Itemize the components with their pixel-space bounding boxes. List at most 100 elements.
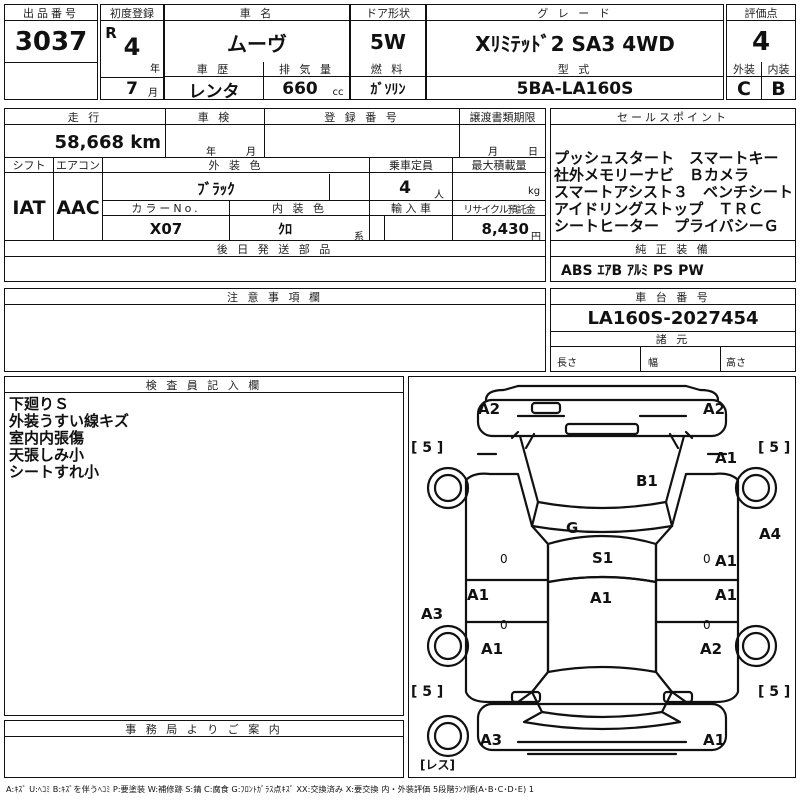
insp-year: 年 xyxy=(206,147,216,158)
car-name: ムーヴ xyxy=(227,31,287,56)
zero-mark: 0 xyxy=(500,618,508,632)
color-label: 外 装 色 xyxy=(103,158,369,173)
chassis-label: 車 台 番 号 xyxy=(551,289,795,305)
mark-right-front-door: A1 xyxy=(715,552,738,570)
grade: Xﾘﾐﾃｯﾄﾞ2 SA3 4WD xyxy=(475,31,675,56)
mark-left-quarter: A1 xyxy=(481,640,504,658)
score-label: 評価点 xyxy=(727,5,795,21)
mark-right-mirror: A4 xyxy=(759,525,782,543)
sales-point: プッシュスタート スマートキー xyxy=(554,149,779,167)
plate-label: 登 録 番 号 xyxy=(265,109,459,125)
interior-label: 内 装 色 xyxy=(230,201,369,216)
mark-roof-rear: A1 xyxy=(590,589,613,607)
legend: A:ｷｽﾞ U:ﾍｺﾐ B:ｷｽﾞを伴うﾍｺﾐ P:要塗装 W:補修跡 S:錆 … xyxy=(6,784,534,794)
load-unit: kg xyxy=(528,186,541,197)
ext-grade: C xyxy=(737,78,751,100)
history: レンタ xyxy=(188,81,240,102)
transfer-day: 日 xyxy=(528,147,538,158)
mileage: 58,668 km xyxy=(54,131,161,153)
height-label: 高さ xyxy=(726,358,746,369)
inspection-label: 車 検 xyxy=(166,109,264,125)
inspector-note: 外装うすい線キズ xyxy=(9,412,130,430)
name-label: 車 名 xyxy=(165,5,349,21)
tire-front-left: [ 5 ] xyxy=(411,440,444,456)
sales-label: セールスポイント xyxy=(551,109,795,125)
chassis-number: LA160S-2027454 xyxy=(587,307,759,329)
inspector-note: 下廻りＳ xyxy=(9,395,70,413)
mileage-label: 走 行 xyxy=(5,109,165,125)
mark-left-rear-wheel: A3 xyxy=(421,605,444,623)
year-unit: 年 xyxy=(150,63,160,75)
tire-rear-left: [ 5 ] xyxy=(411,684,444,700)
ac-label: エアコン xyxy=(54,158,102,173)
sales-point: アイドリングストップ ＴＲＣ xyxy=(554,200,764,218)
inspector-note: 室内内張傷 xyxy=(9,429,85,447)
mark-roof: S1 xyxy=(592,549,614,567)
mark-windshield: G xyxy=(566,519,579,537)
fuel-label: 燃 料 xyxy=(351,62,425,77)
int-grade: B xyxy=(771,78,786,100)
zero-mark: 0 xyxy=(703,618,711,632)
car-outline xyxy=(426,384,778,758)
dims-label: 諸 元 xyxy=(551,332,795,347)
mark-right-front: A1 xyxy=(715,449,738,467)
inspector-box xyxy=(4,376,404,716)
sales-point: シートヒーター プライバシーＧ xyxy=(554,217,779,235)
spare-tire: [レス] xyxy=(420,758,455,772)
import-label: 輸 入 車 xyxy=(370,201,452,216)
zero-mark: 0 xyxy=(500,552,508,566)
reg-month: 7 xyxy=(126,79,138,99)
capacity: 4 xyxy=(399,178,411,198)
score: 4 xyxy=(751,27,771,57)
sales-point: スマートアシスト３ ベンチシート xyxy=(554,183,793,201)
lot-label: 出品番号 xyxy=(5,5,97,21)
inspector-note: 天張しみ小 xyxy=(9,446,85,464)
model: 5BA-LA160S xyxy=(516,79,634,99)
mark-left-rear-door: A1 xyxy=(467,586,490,604)
mark-rear-bumper-right: A1 xyxy=(703,731,726,749)
office-label: 事 務 局 よ り ご 案 内 xyxy=(5,721,403,737)
later-parts-label: 後 日 発 送 部 品 xyxy=(5,241,545,257)
colorno-label: カラーNo. xyxy=(103,201,229,216)
length-label: 長さ xyxy=(557,358,577,369)
tire-front-right: [ 5 ] xyxy=(758,440,791,456)
color-no: X07 xyxy=(149,220,183,238)
transfer-label: 譲渡書類期限 xyxy=(460,109,545,125)
aircon: AAC xyxy=(56,197,100,219)
reg-year: 4 xyxy=(123,33,141,61)
mark-front-left-fender: A2 xyxy=(478,400,501,418)
grade-label: グ レ ー ド xyxy=(427,5,723,21)
inspector-note: シートすれ小 xyxy=(9,463,100,481)
model-label: 型 式 xyxy=(427,62,723,77)
inspector-notes: 下廻りＳ 外装うすい線キズ 室内内張傷 天張しみ小 シートすれ小 xyxy=(9,396,399,481)
equip-label: 純 正 装 備 xyxy=(551,241,795,257)
displacement: 660 xyxy=(282,79,318,99)
shift: IAT xyxy=(12,197,46,219)
insp-month: 月 xyxy=(246,147,256,158)
sales-point: 社外メモリーナビ Ｂカメラ xyxy=(554,166,750,184)
lot-number: 3037 xyxy=(14,27,88,57)
capacity-unit: 人 xyxy=(434,190,444,201)
door-type: 5W xyxy=(370,30,406,54)
recycle-unit: 円 xyxy=(531,232,541,243)
interior-unit: 系 xyxy=(354,232,364,243)
disp-unit: cc xyxy=(332,86,344,98)
recycle-fee: 8,430 xyxy=(481,220,529,238)
transfer-month: 月 xyxy=(488,147,498,158)
body-color: ﾌﾞﾗｯｸ xyxy=(197,179,235,198)
interior-color: ｸﾛ xyxy=(278,222,292,238)
door-label: ドア形状 xyxy=(351,5,425,21)
tire-rear-right: [ 5 ] xyxy=(758,684,791,700)
width-label: 幅 xyxy=(648,358,658,369)
ext-label: 外装 xyxy=(727,62,761,77)
sales-points: プッシュスタート スマートキー 社外メモリーナビ Ｂカメラ スマートアシスト３ … xyxy=(554,150,794,235)
mark-hood: B1 xyxy=(636,472,658,490)
fuel: ｶﾞｿﾘﾝ xyxy=(370,82,406,98)
mark-right-rear-door: A1 xyxy=(715,586,738,604)
int-label: 内装 xyxy=(762,62,795,77)
mark-rear-bumper-left: A3 xyxy=(480,731,503,749)
zero-mark: 0 xyxy=(703,552,711,566)
capacity-label: 乗車定員 xyxy=(370,158,452,173)
era: R xyxy=(105,24,117,42)
mark-right-quarter: A2 xyxy=(700,640,723,658)
